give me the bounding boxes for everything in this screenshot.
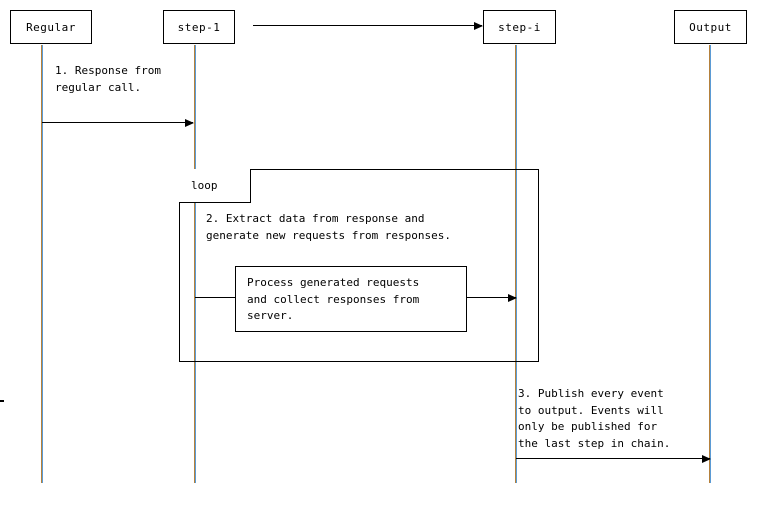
participant-step-1[interactable]: step-1 — [163, 10, 235, 44]
left-edge-artifact — [0, 400, 4, 402]
loop-fragment-body-label: 2. Extract data from response and genera… — [206, 212, 452, 242]
message-arrow-chain[interactable] — [253, 21, 483, 30]
message-label-publish-every-event: 3. Publish every event to output. Events… — [518, 387, 671, 450]
participant-output[interactable]: Output — [674, 10, 747, 44]
loop-fragment[interactable] — [179, 169, 539, 362]
participant-label-step-1: step-1 — [177, 20, 221, 34]
message-arrow-publish-every-event[interactable] — [516, 454, 711, 463]
loop-fragment-operator-label: loop — [191, 179, 218, 192]
message-arrow-response-from-regular[interactable] — [42, 118, 194, 127]
participant-label-output: Output — [689, 20, 732, 34]
participant-regular[interactable]: Regular — [10, 10, 92, 44]
message-label-response-from-regular: 1. Response from regular call. — [55, 64, 161, 94]
lifeline-step-i — [515, 45, 517, 483]
note-process-generated-requests[interactable]: Process generated requests and collect r… — [235, 266, 467, 332]
lifeline-output — [709, 45, 711, 483]
participant-label-step-i: step-i — [498, 20, 541, 34]
participant-label-regular: Regular — [26, 20, 76, 34]
participant-step-i[interactable]: step-i — [483, 10, 556, 44]
loop-fragment-operator-tab[interactable]: loop — [179, 169, 251, 203]
lifeline-regular — [41, 45, 43, 483]
lifeline-step-1 — [194, 45, 196, 483]
